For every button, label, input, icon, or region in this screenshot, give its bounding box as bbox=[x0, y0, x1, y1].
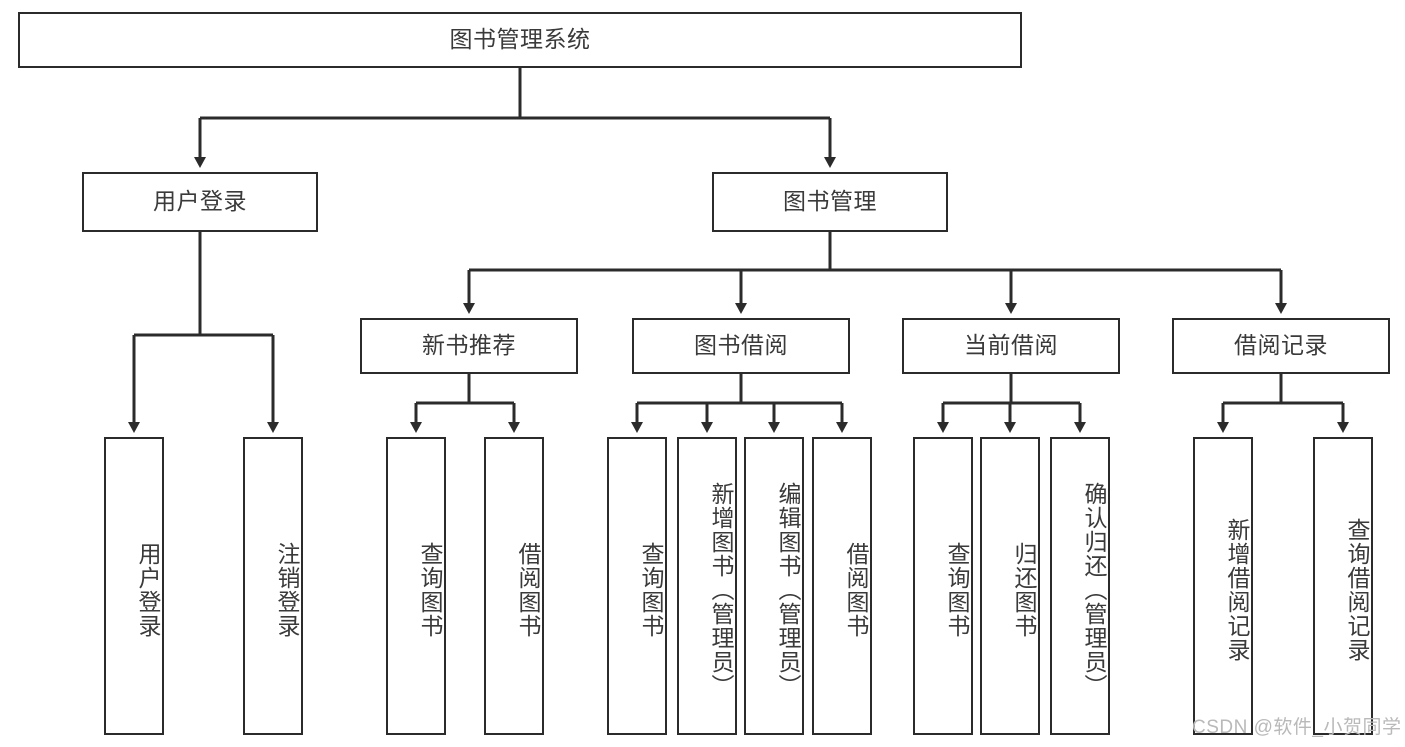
node-leaf-return-book-label: 归还图书 bbox=[1011, 542, 1037, 638]
csdn-watermark: CSDN @软件_小贺同学 bbox=[1192, 717, 1402, 738]
node-leaf-query-record[interactable]: 查询借阅记录 bbox=[1313, 437, 1373, 735]
node-leaf-add-record-label: 新增借阅记录 bbox=[1224, 518, 1250, 662]
node-leaf-add-book-label: 新增图书（管理员） bbox=[708, 482, 734, 698]
node-leaf-add-book[interactable]: 新增图书（管理员） bbox=[677, 437, 737, 735]
node-leaf-query-book-3-label: 查询图书 bbox=[944, 542, 970, 638]
node-leaf-logout-label: 注销登录 bbox=[274, 542, 300, 638]
node-leaf-query-book-3[interactable]: 查询图书 bbox=[913, 437, 973, 735]
node-current-borrow[interactable]: 当前借阅 bbox=[902, 318, 1120, 374]
node-root[interactable]: 图书管理系统 bbox=[18, 12, 1022, 68]
node-book-borrow-label: 图书借阅 bbox=[694, 332, 788, 359]
node-leaf-confirm-return[interactable]: 确认归还（管理员） bbox=[1050, 437, 1110, 735]
node-leaf-query-record-label: 查询借阅记录 bbox=[1344, 518, 1370, 662]
node-leaf-edit-book[interactable]: 编辑图书（管理员） bbox=[744, 437, 804, 735]
node-leaf-query-book-2[interactable]: 查询图书 bbox=[607, 437, 667, 735]
node-leaf-add-record[interactable]: 新增借阅记录 bbox=[1193, 437, 1253, 735]
node-root-label: 图书管理系统 bbox=[449, 26, 591, 53]
node-leaf-confirm-return-label: 确认归还（管理员） bbox=[1081, 482, 1107, 698]
node-leaf-borrow-book-1-label: 借阅图书 bbox=[515, 542, 541, 638]
node-new-book-recommend-label: 新书推荐 bbox=[422, 332, 516, 359]
node-leaf-borrow-book-1[interactable]: 借阅图书 bbox=[484, 437, 544, 735]
node-user-login[interactable]: 用户登录 bbox=[82, 172, 318, 232]
node-book-manage[interactable]: 图书管理 bbox=[712, 172, 948, 232]
node-user-login-label: 用户登录 bbox=[153, 188, 247, 215]
node-leaf-query-book-1[interactable]: 查询图书 bbox=[386, 437, 446, 735]
node-borrow-record[interactable]: 借阅记录 bbox=[1172, 318, 1390, 374]
node-book-manage-label: 图书管理 bbox=[783, 188, 877, 215]
node-leaf-user-login-label: 用户登录 bbox=[135, 542, 161, 638]
node-leaf-query-book-1-label: 查询图书 bbox=[417, 542, 443, 638]
node-new-book-recommend[interactable]: 新书推荐 bbox=[360, 318, 578, 374]
node-leaf-borrow-book-2[interactable]: 借阅图书 bbox=[812, 437, 872, 735]
node-leaf-return-book[interactable]: 归还图书 bbox=[980, 437, 1040, 735]
node-leaf-user-login[interactable]: 用户登录 bbox=[104, 437, 164, 735]
node-leaf-logout[interactable]: 注销登录 bbox=[243, 437, 303, 735]
node-book-borrow[interactable]: 图书借阅 bbox=[632, 318, 850, 374]
node-current-borrow-label: 当前借阅 bbox=[964, 332, 1058, 359]
node-leaf-borrow-book-2-label: 借阅图书 bbox=[843, 542, 869, 638]
node-leaf-query-book-2-label: 查询图书 bbox=[638, 542, 664, 638]
node-borrow-record-label: 借阅记录 bbox=[1234, 332, 1328, 359]
node-leaf-edit-book-label: 编辑图书（管理员） bbox=[775, 482, 801, 698]
